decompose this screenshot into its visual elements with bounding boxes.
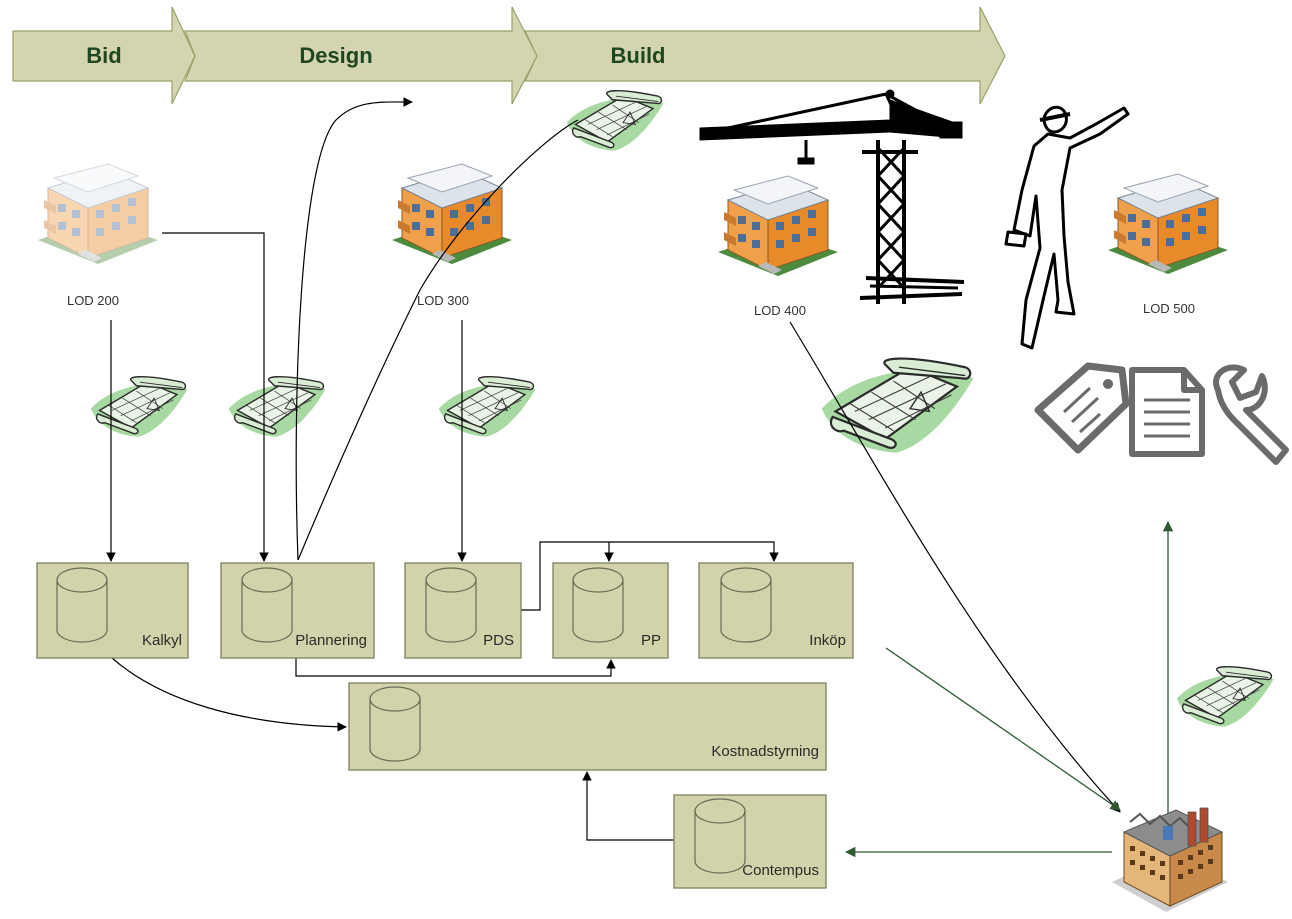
tag-icon	[1034, 362, 1130, 454]
blueprint-icon	[566, 90, 665, 152]
system-label-pp: PP	[641, 632, 661, 649]
system-box-kalkyl: Kalkyl	[36, 562, 189, 659]
system-box-kostnadstyrning: Kostnadstyrning	[348, 682, 827, 771]
lod-label-200: LOD 200	[67, 293, 119, 308]
building-icon	[37, 163, 159, 265]
phase-arrow-design	[184, 6, 538, 105]
system-box-contempus: Contempus	[673, 794, 827, 889]
phase-arrow-bid	[12, 6, 196, 105]
phase-arrow-build	[524, 6, 1006, 105]
lod-label-500: LOD 500	[1143, 301, 1195, 316]
blueprint-icon	[90, 376, 189, 438]
system-box-inkop: Inköp	[698, 562, 854, 659]
connectors	[106, 97, 1121, 841]
phase-label-build: Build	[611, 43, 666, 68]
phase-label-bid: Bid	[86, 43, 121, 68]
blueprint-icon	[228, 376, 327, 438]
system-label-plannering: Plannering	[295, 632, 367, 649]
crane-icon	[699, 89, 965, 304]
wrench-icon	[1213, 364, 1289, 465]
system-label-inkop: Inköp	[809, 632, 846, 649]
phase-bar: Bid Design Build	[12, 6, 1006, 105]
system-box-pp: PP	[552, 562, 669, 659]
building-icon	[1107, 173, 1229, 275]
system-label-pds: PDS	[483, 632, 514, 649]
lod-label-300: LOD 300	[417, 293, 469, 308]
blueprint-icon	[438, 376, 537, 438]
system-label-kostnadstyrning: Kostnadstyrning	[711, 743, 819, 760]
system-box-pds: PDS	[404, 562, 522, 659]
building-icon	[717, 175, 839, 277]
building-icon	[391, 163, 513, 265]
engineer-icon	[1004, 105, 1130, 350]
document-icon	[1129, 367, 1205, 457]
system-label-contempus: Contempus	[742, 862, 819, 879]
system-label-kalkyl: Kalkyl	[142, 632, 182, 649]
green-connectors	[844, 520, 1174, 858]
blueprint-icon	[1176, 666, 1275, 728]
system-box-plannering: Plannering	[220, 562, 375, 659]
lod-label-400: LOD 400	[754, 303, 806, 318]
phase-label-design: Design	[299, 43, 372, 68]
blueprint-icon	[820, 357, 975, 454]
factory-icon	[1112, 807, 1228, 912]
